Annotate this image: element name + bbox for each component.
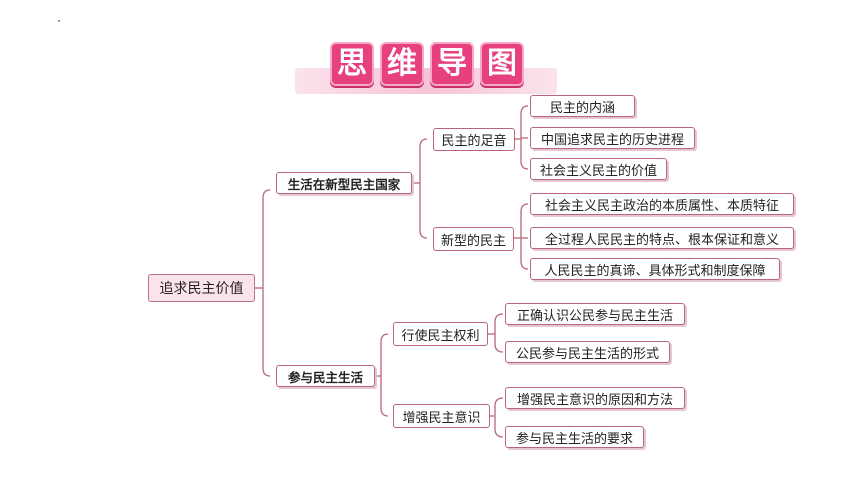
- stray-dot: [58, 20, 60, 22]
- connector-root-branch2: [262, 288, 271, 377]
- title-char-4: 图: [480, 42, 524, 86]
- leaf-node-2-2: 全过程人民民主的特点、根本保证和意义: [530, 227, 794, 249]
- branch-node-1: 生活在新型民主国家: [276, 172, 412, 194]
- leaf-node-4-1: 增强民主意识的原因和方法: [505, 387, 685, 409]
- root-node: 追求民主价值: [148, 274, 255, 302]
- sub-node-4: 增强民主意识: [393, 404, 490, 428]
- leaf-node-3-1: 正确认识公民参与民主生活: [505, 303, 685, 325]
- title-char-3: 导: [430, 42, 474, 86]
- connector-sub4-items: [494, 397, 504, 438]
- title-char-1: 思: [330, 42, 374, 86]
- connector-sub3-items: [494, 313, 504, 353]
- connector-branch1-sub1: [419, 138, 428, 239]
- leaf-node-4-2: 参与民主生活的要求: [505, 426, 644, 448]
- leaf-node-1-1: 民主的内涵: [530, 95, 635, 117]
- connector-sub2-items: [520, 203, 529, 270]
- leaf-node-2-3: 人民民主的真谛、具体形式和制度保障: [530, 258, 780, 280]
- title-banner: 思 维 导 图: [330, 42, 526, 88]
- sub-node-3: 行使民主权利: [393, 322, 488, 346]
- title-char-2: 维: [380, 42, 424, 86]
- leaf-node-3-2: 公民参与民主生活的形式: [505, 341, 670, 363]
- sub-node-2: 新型的民主: [433, 227, 514, 251]
- connector-root-branch1: [262, 189, 271, 288]
- connector-branch2-subs: [380, 333, 389, 417]
- sub-node-1: 民主的足音: [433, 128, 515, 151]
- branch-node-2: 参与民主生活: [276, 365, 375, 387]
- leaf-node-1-3: 社会主义民主的价值: [530, 158, 667, 180]
- leaf-node-1-2: 中国追求民主的历史进程: [530, 127, 695, 149]
- leaf-node-2-1: 社会主义民主政治的本质属性、本质特征: [530, 193, 794, 215]
